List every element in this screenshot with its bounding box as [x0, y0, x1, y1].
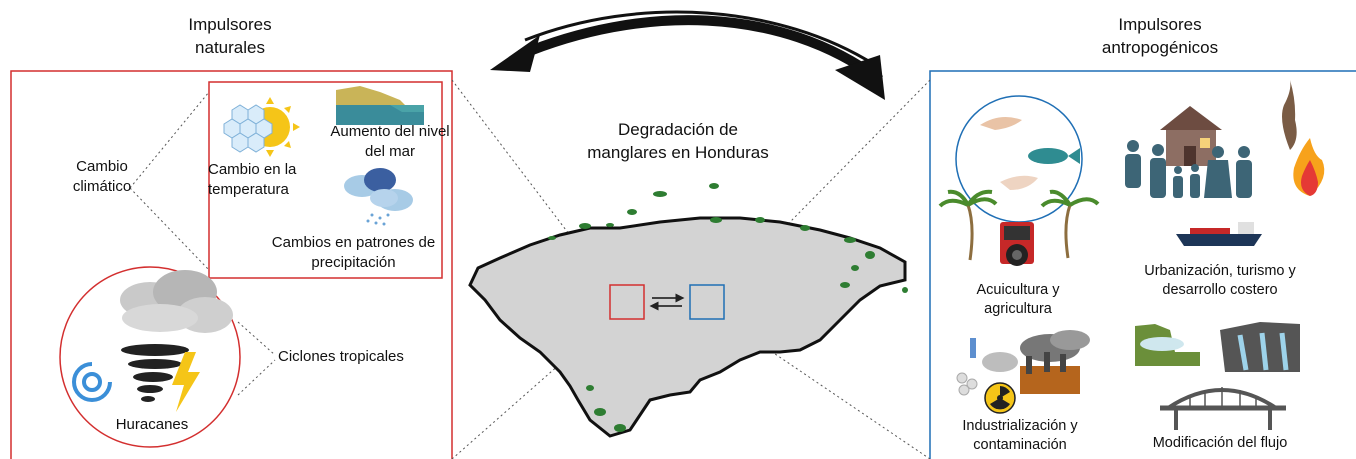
climate-change-line2: climático	[72, 178, 132, 195]
precipitation-line1: Cambios en patrones de	[271, 234, 436, 251]
urbanization-line1: Urbanización, turismo y	[1144, 263, 1296, 279]
tractor-icon	[1000, 222, 1034, 266]
sea-level-line2: del mar	[364, 143, 416, 160]
climate-change-label: Cambio climático	[62, 157, 142, 197]
fire-icon	[1282, 80, 1325, 196]
cyclone-spiral-icon	[72, 362, 112, 402]
shrimp-icon	[980, 116, 1038, 190]
ship-icon	[1176, 222, 1262, 246]
dam-icon	[1135, 322, 1300, 372]
anthropogenic-title-line2: antropogénicos	[1101, 38, 1219, 57]
flow-modification-label: Modificación del flujo	[1152, 435, 1288, 451]
industrialization-label: Industrialización y contaminación	[950, 417, 1090, 455]
sea-level-label: Aumento del nivel del mar	[320, 122, 460, 162]
family-icon	[1125, 140, 1252, 198]
climate-change-panel	[208, 81, 443, 279]
cyclones-label: Ciclones tropicales	[278, 348, 404, 365]
factory-icon	[956, 330, 1090, 396]
bidirectional-arrow-icon	[490, 10, 885, 100]
lightning-icon	[172, 352, 200, 412]
natural-title-line1: Impulsores	[188, 15, 272, 34]
center-title-line2: manglares en Honduras	[587, 143, 769, 162]
anthropogenic-title-line1: Impulsores	[1118, 15, 1202, 34]
temperature-line1: Cambio en la	[208, 161, 297, 178]
center-title: Degradación de manglares en Honduras	[578, 118, 778, 164]
snowflake-icon	[223, 104, 273, 153]
anthropogenic-drivers-panel	[929, 70, 1356, 459]
palm-tree-icon	[938, 189, 1100, 261]
precipitation-line2: precipitación	[311, 254, 396, 271]
center-title-line1: Degradación de	[617, 120, 739, 139]
bridge-icon	[1160, 387, 1286, 430]
aquaculture-label: Acuicultura y agricultura	[958, 281, 1078, 319]
natural-title-line2: naturales	[195, 38, 265, 57]
urbanization-line2: desarrollo costero	[1162, 282, 1278, 298]
hurricane-icon	[120, 270, 233, 333]
temperature-label: Cambio en la temperatura	[208, 160, 323, 200]
sea-level-line1: Aumento del nivel	[330, 123, 450, 140]
hurricanes-label: Huracanes	[115, 416, 189, 433]
temperature-line2: temperatura	[208, 181, 289, 198]
precipitation-label: Cambios en patrones de precipitación	[246, 233, 461, 273]
rain-cloud-icon	[344, 168, 413, 226]
aquaculture-line2: agricultura	[984, 301, 1052, 317]
hurricane-circle	[59, 266, 241, 448]
anthropogenic-drivers-title: Impulsores antropogénicos	[1080, 13, 1240, 59]
honduras-map	[468, 183, 908, 438]
industrialization-line2: contaminación	[973, 437, 1067, 453]
aquaculture-line1: Acuicultura y	[976, 282, 1060, 298]
map-bidirectional-arrow-icon	[649, 293, 685, 311]
urbanization-label: Urbanización, turismo y desarrollo coste…	[1120, 262, 1320, 300]
coast-icon	[336, 86, 424, 125]
tornado-icon	[121, 344, 189, 402]
natural-drivers-title: Impulsores naturales	[160, 13, 300, 59]
climate-change-line1: Cambio	[76, 158, 128, 175]
house-icon	[1160, 106, 1222, 166]
radiation-icon	[984, 382, 1016, 414]
natural-drivers-panel	[10, 70, 453, 459]
industrialization-line1: Industrialización y	[962, 418, 1078, 434]
fish-icon	[1028, 148, 1080, 164]
